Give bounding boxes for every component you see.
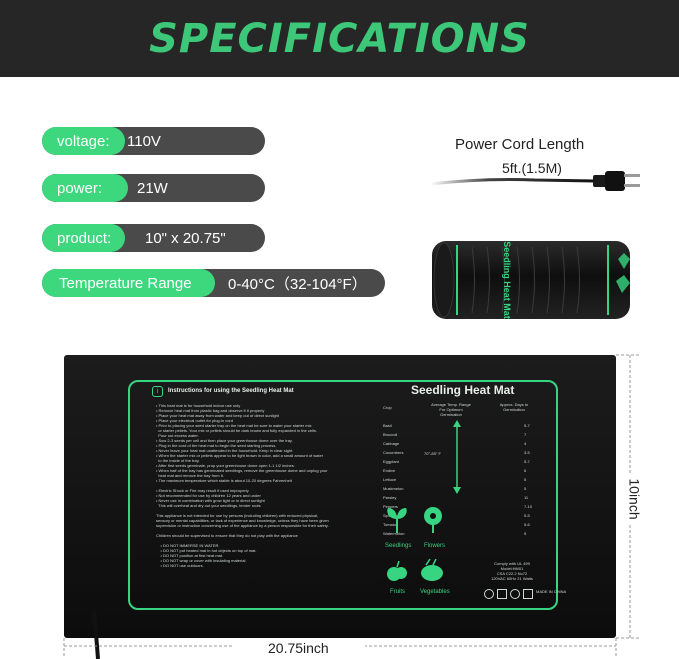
crop-item: Muskmelon [383,486,404,491]
crop-item: Parsley [383,495,397,500]
mat-model: Model:HM01 [500,566,524,571]
category-label: Flowers [424,543,446,549]
power-cord-title: Power Cord Length [455,136,585,153]
spec-product: product: 10" x 20.75" [42,224,265,252]
crop-item: Watermelon [383,531,405,536]
category-label: Fruits [390,589,405,595]
specifications-banner: SPECIFICATIONS [0,0,679,77]
crop-item: Cucumbers [383,450,404,455]
mat-power-cord [92,612,100,659]
mat-compliance: Comply with UL 499 [494,561,530,566]
crop-item: Eggplant [383,459,399,464]
mat-printed-frame [128,380,558,610]
spec-label: power: [42,174,128,202]
mat-rating: 120VAC 60Hz 21 Watts [491,576,533,581]
mat-table-header-left: Crop [383,405,392,410]
vegetable-icon [421,559,443,581]
mat-csa: CSA C22.2 No72 [496,571,528,576]
mat-table-header-right: Approx. Days to Germination [499,402,529,412]
mat-days-column: 5-7 7 4 3-5 5-7 6 5 5 11 7-10 5-5 5-6 5 [524,423,533,536]
crop-item: Basil [383,423,392,428]
spec-power: power: 21W [42,174,265,202]
mat-compliance-block: Comply with UL 499 Model:HM01 CSA C22.2 … [482,561,542,581]
spec-label: Temperature Range [42,269,215,297]
ce-mark-icon [484,589,494,599]
seedling-icon [387,508,407,533]
mat-instructions-heading: Instructions for using the Seedling Heat… [168,388,294,394]
crop-item: Lettuce [383,477,397,482]
crop-item: Broccoli [383,432,398,437]
spec-value: 21W [137,179,168,197]
spec-value: 110V [127,132,161,150]
dimension-width-label: 20.75inch [232,640,365,656]
crop-item: Peppers [383,504,398,509]
spec-value: 10" x 20.75" [145,229,226,247]
spec-temperature-range: Temperature Range 0-40°C（32-104°F） [42,269,385,297]
power-cord-plug-icon [429,171,640,191]
spec-voltage: voltage: 110V [42,127,265,155]
fruit-icon [387,561,407,581]
spec-label: voltage: [42,127,125,155]
flower-icon [424,507,442,533]
mat-made-in: MADE IN CHINA [536,589,567,594]
heat-mat-image: i Instructions for using the Seedling He… [64,355,616,638]
temperature-arrow-icon [453,420,461,494]
banner-title: SPECIFICATIONS [149,15,530,62]
category-label: Vegetables [420,589,450,595]
instruction-book-icon: i [152,386,163,397]
mat-temp-range: 70°-85° F [424,451,441,456]
spec-value: 0-40°C（32-104°F） [228,275,367,293]
rolled-heat-mat-image: Seedling Heat Mat [432,241,630,319]
certification-marks: MADE IN CHINA [484,589,566,599]
category-label: Seedlings [385,543,412,549]
dimension-height-label: 10inch [626,474,643,524]
ul-mark-icon [510,589,520,599]
crop-item: Tomato [383,522,397,527]
spec-label: product: [42,224,125,252]
weee-mark-icon [523,589,533,599]
mat-product-title: Seedling Heat Mat [411,383,515,397]
crop-item: Cabbage [383,441,400,446]
mat-table-header-mid: Average Temp. Range For Optimum Germinat… [431,402,471,417]
power-cord-length: 5ft.(1.5M) [502,160,562,176]
rohs-mark-icon [497,589,507,599]
mat-instructions-text: • This heat mat is for household indoor … [156,403,329,568]
crop-item: Endive [383,468,396,473]
